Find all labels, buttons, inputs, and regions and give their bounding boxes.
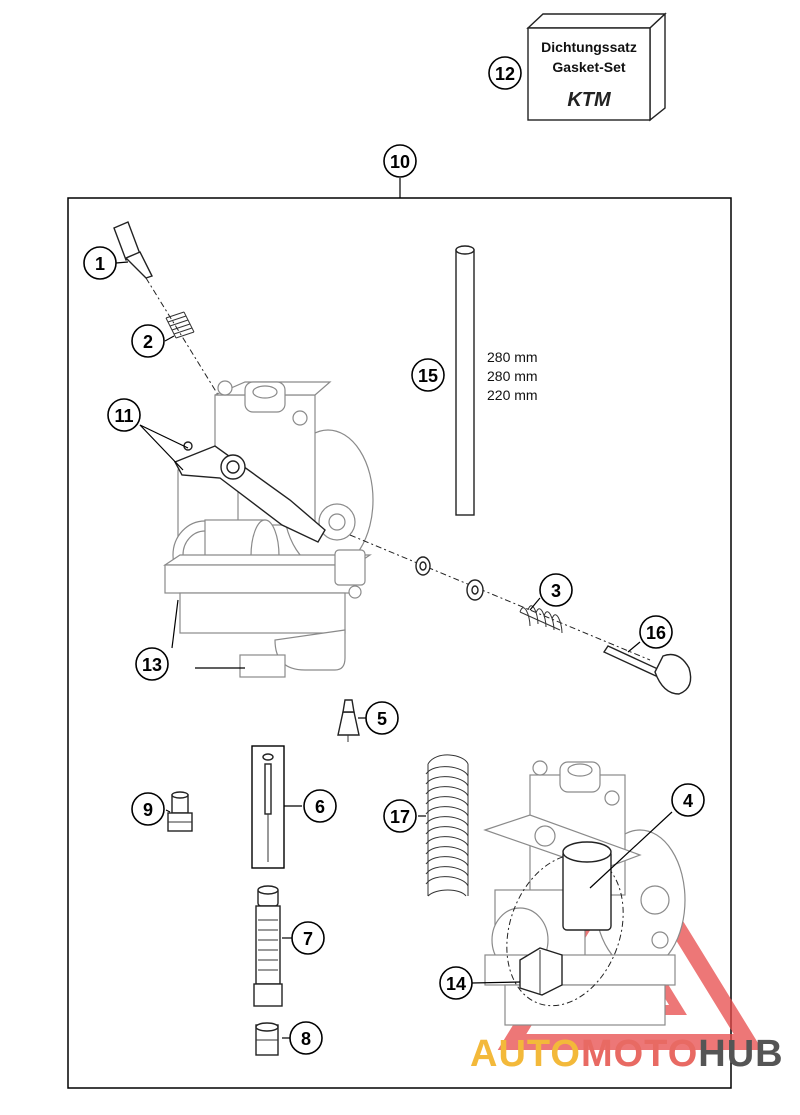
callout-17: 17: [383, 799, 417, 833]
part-float: [519, 947, 563, 996]
part-screw: [113, 221, 153, 279]
callout-15: 15: [411, 358, 445, 392]
gasket-label-en: Gasket-Set: [552, 59, 625, 75]
svg-text:14: 14: [446, 974, 466, 994]
svg-text:15: 15: [418, 366, 438, 386]
svg-text:2: 2: [143, 332, 153, 352]
svg-text:7: 7: [303, 929, 313, 949]
part-idle-screw: [602, 645, 692, 695]
svg-text:13: 13: [142, 655, 162, 675]
callout-1: 1: [83, 246, 117, 280]
callout-8: 8: [289, 1021, 323, 1055]
leader-lines: [115, 261, 673, 1039]
svg-text:17: 17: [390, 807, 410, 827]
svg-text:1: 1: [95, 254, 105, 274]
watermark-auto: AUTO: [470, 1033, 581, 1075]
part-throttle-lever: [174, 441, 326, 543]
part-throttle-slide: [562, 841, 612, 931]
callout-6: 6: [303, 789, 337, 823]
svg-text:10: 10: [390, 152, 410, 172]
float-outline: [506, 853, 624, 1007]
part-washer-a: [415, 556, 431, 576]
callout-3: 3: [539, 573, 573, 607]
part-main-jet: [255, 1022, 279, 1056]
part-pilot-jet: [167, 791, 193, 832]
part-jet-needle: [251, 745, 285, 869]
axis-line-top: [145, 277, 221, 399]
hose-length-1: 280 mm: [487, 349, 538, 365]
svg-text:11: 11: [114, 406, 133, 426]
watermark-text: AUTOMOTOHUB: [470, 1033, 784, 1075]
svg-text:3: 3: [551, 581, 561, 601]
svg-text:16: 16: [646, 623, 666, 643]
callout-5: 5: [365, 701, 399, 735]
svg-text:8: 8: [301, 1029, 311, 1049]
callout-12: 12: [488, 56, 522, 90]
part-needle-jet: [253, 885, 283, 1007]
callout-2: 2: [131, 324, 165, 358]
gasket-label-de: Dichtungssatz: [541, 39, 637, 55]
axis-line-idle: [349, 534, 651, 661]
callout-9: 9: [131, 792, 165, 826]
callout-16: 16: [639, 615, 673, 649]
svg-text:5: 5: [377, 709, 387, 729]
watermark-hub: HUB: [698, 1033, 783, 1075]
part-washer-b: [466, 579, 484, 601]
hose-length-3: 220 mm: [487, 387, 538, 403]
callout-10: 10: [383, 144, 417, 178]
gasket-set-box: Dichtungssatz Gasket-Set KTM: [526, 12, 667, 122]
part-hose: [455, 245, 475, 516]
svg-text:9: 9: [143, 800, 153, 820]
part-float-needle: [337, 699, 360, 742]
callout-13: 13: [135, 647, 169, 681]
carburetor-top: [163, 380, 374, 678]
ktm-logo: KTM: [567, 89, 612, 111]
callout-4: 4: [671, 783, 705, 817]
callout-14: 14: [439, 966, 473, 1000]
part-spring-idle: [519, 605, 563, 634]
part-slide-spring: [425, 754, 469, 897]
svg-text:12: 12: [495, 64, 515, 84]
svg-text:4: 4: [683, 791, 693, 811]
hose-length-2: 280 mm: [487, 368, 538, 384]
watermark-moto: MOTO: [581, 1033, 698, 1075]
part-spring-small: [165, 311, 195, 339]
callout-11: 11: [107, 398, 141, 432]
callout-7: 7: [291, 921, 325, 955]
svg-text:6: 6: [315, 797, 325, 817]
